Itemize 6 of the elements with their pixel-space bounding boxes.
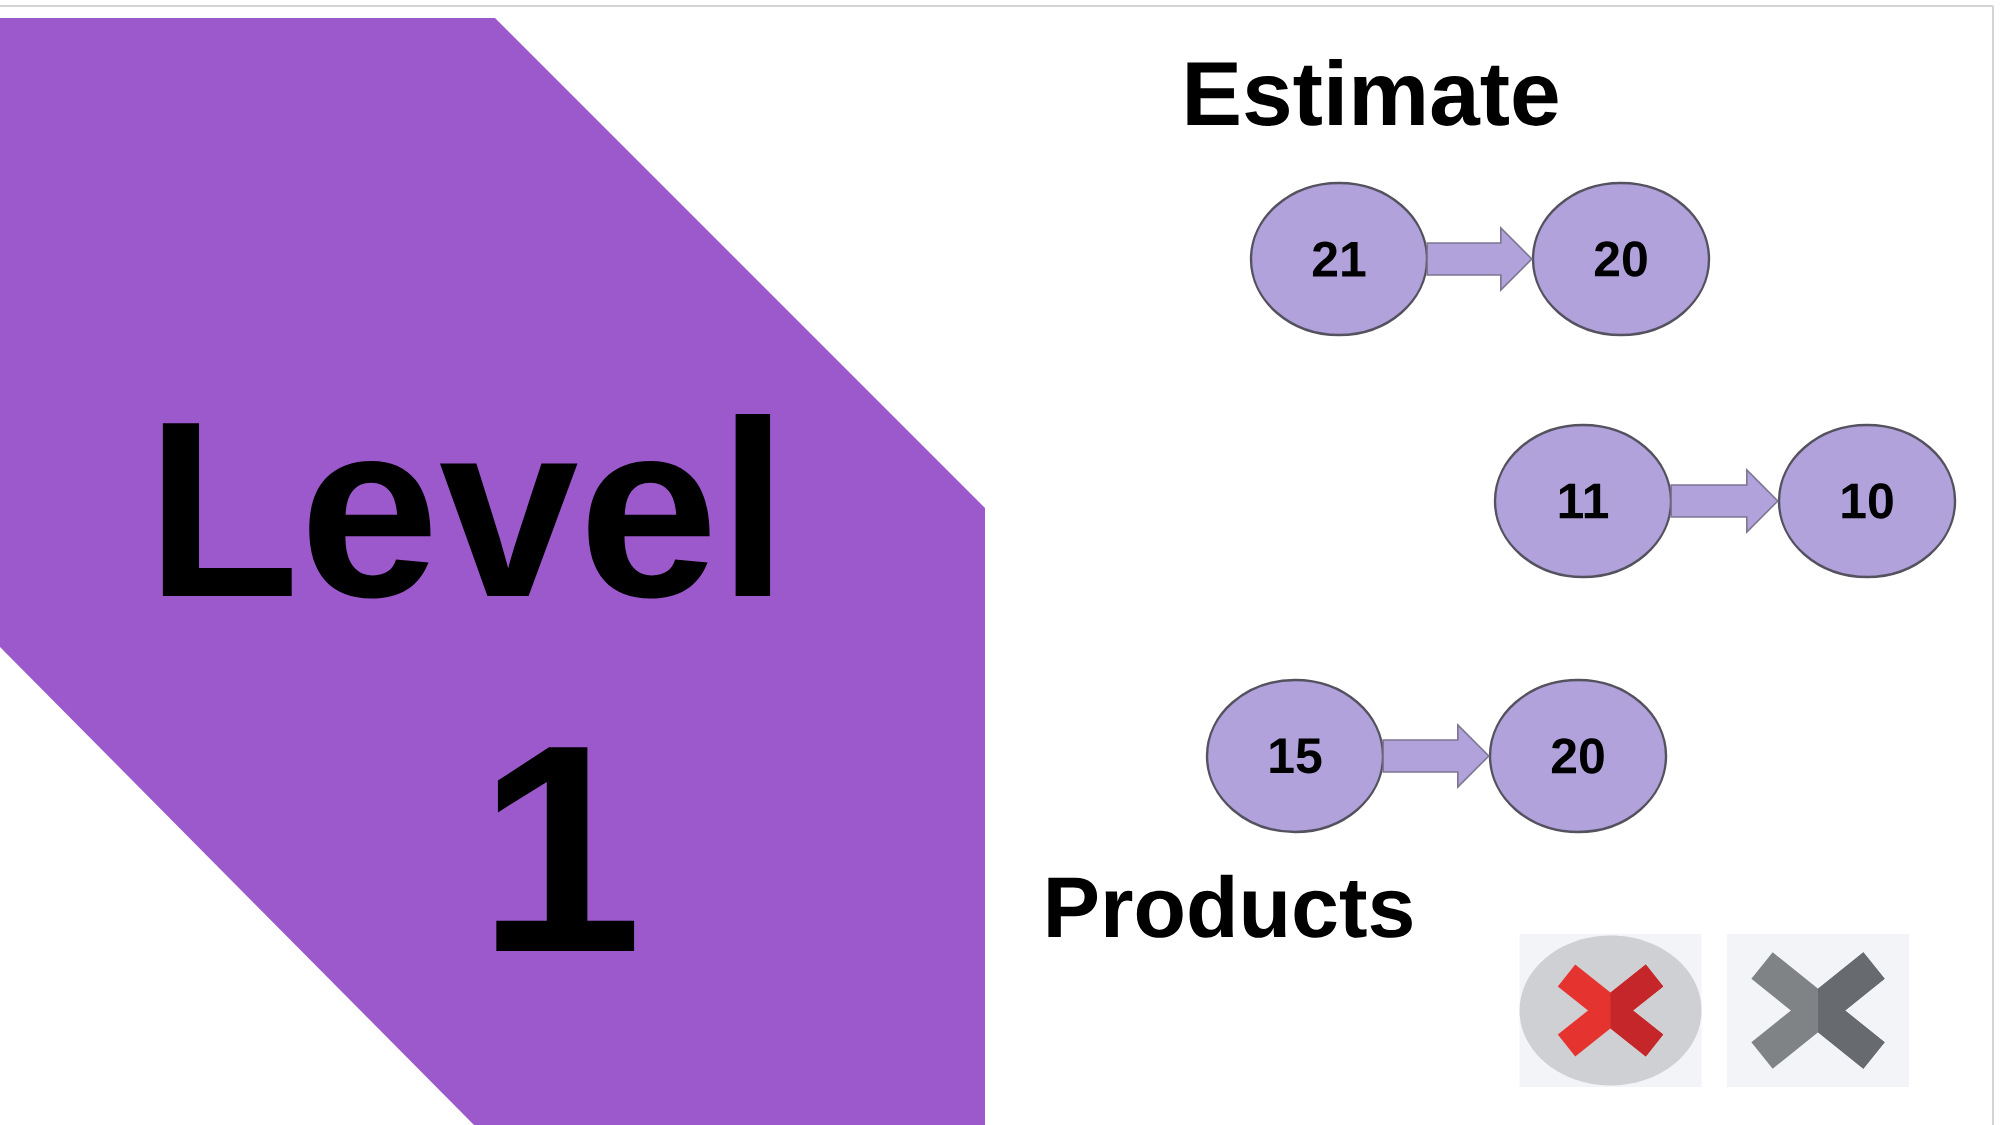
subtitle: Products [1048, 874, 1412, 938]
title: Estimate [1187, 59, 1558, 126]
block-arrow [1670, 468, 1779, 534]
block-arrow [1426, 226, 1533, 292]
block-arrow [1382, 723, 1490, 789]
level-band: Level 1 [0, 18, 985, 1125]
